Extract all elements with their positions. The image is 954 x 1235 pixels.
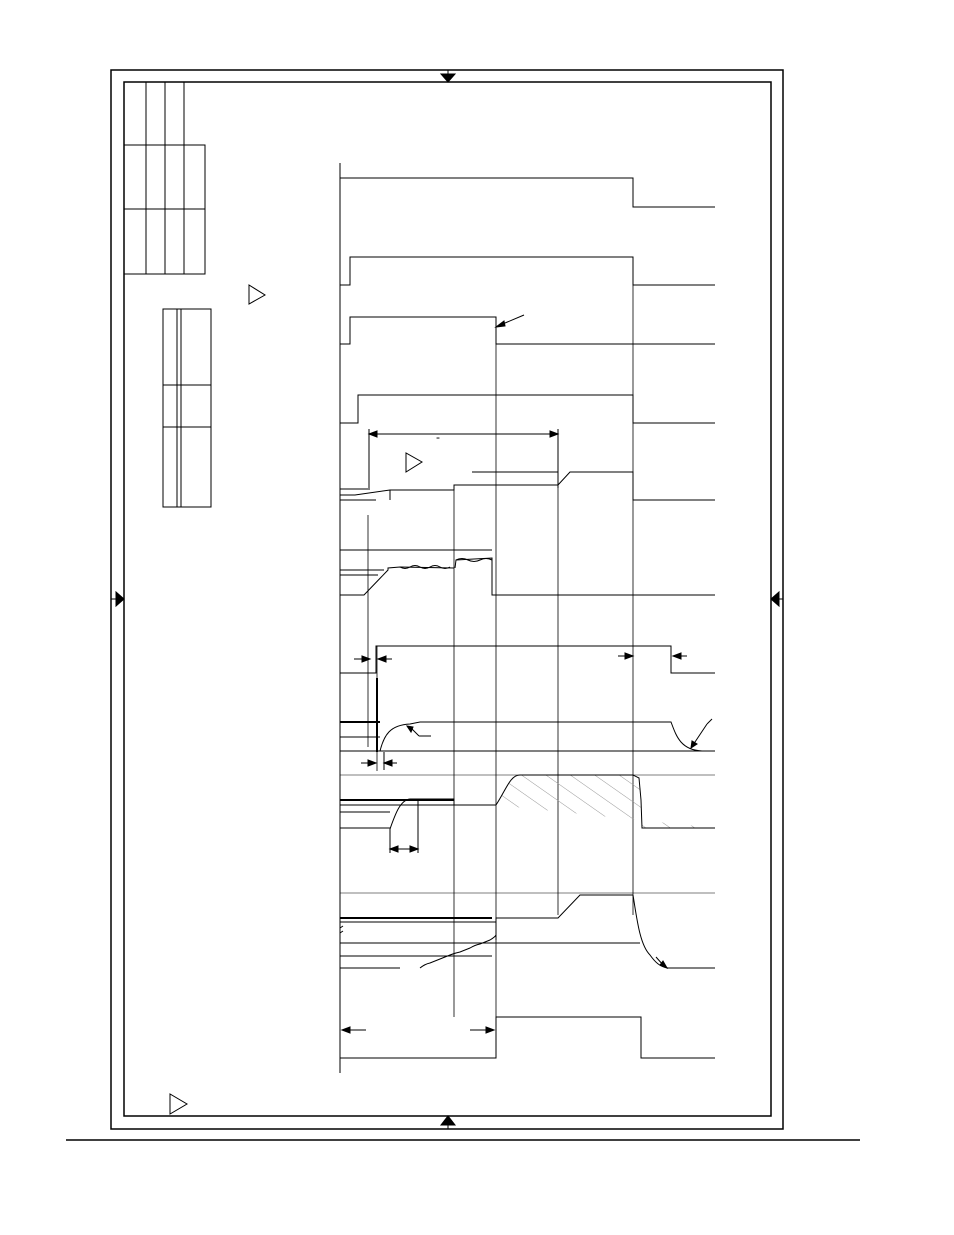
revision-table — [123, 81, 206, 275]
right-arrow-icon — [770, 590, 783, 608]
leader-arrowhead — [494, 320, 506, 328]
top-arrow-icon — [439, 70, 457, 83]
trace-5: - — [340, 429, 715, 501]
trace-2 — [340, 256, 715, 286]
trace-10 — [339, 892, 715, 970]
trace-6 — [340, 549, 715, 596]
outer-border — [110, 69, 784, 1130]
left-arrow-icon — [111, 590, 125, 608]
timing-chart: - — [339, 163, 715, 1073]
dim-arrowhead — [549, 430, 560, 438]
trace-1 — [339, 177, 715, 208]
note-triangle-icon — [169, 1093, 188, 1115]
trace-9 — [340, 774, 715, 853]
note-triangle-icon — [248, 284, 266, 305]
note-triangle-icon — [405, 452, 423, 473]
dim-arrowhead — [367, 430, 378, 438]
notes-table — [162, 308, 212, 508]
drawing-frame — [110, 69, 784, 1130]
bottom-arrow-icon — [439, 1115, 457, 1129]
inner-border — [123, 81, 772, 1117]
trace-8 — [340, 678, 715, 770]
orientation-arrows — [111, 70, 783, 1129]
trace-11 — [340, 1016, 715, 1059]
trace-7 — [340, 645, 715, 674]
trace-3 — [340, 314, 715, 345]
dash-marker: - — [436, 430, 440, 444]
trace-4 — [340, 394, 715, 424]
